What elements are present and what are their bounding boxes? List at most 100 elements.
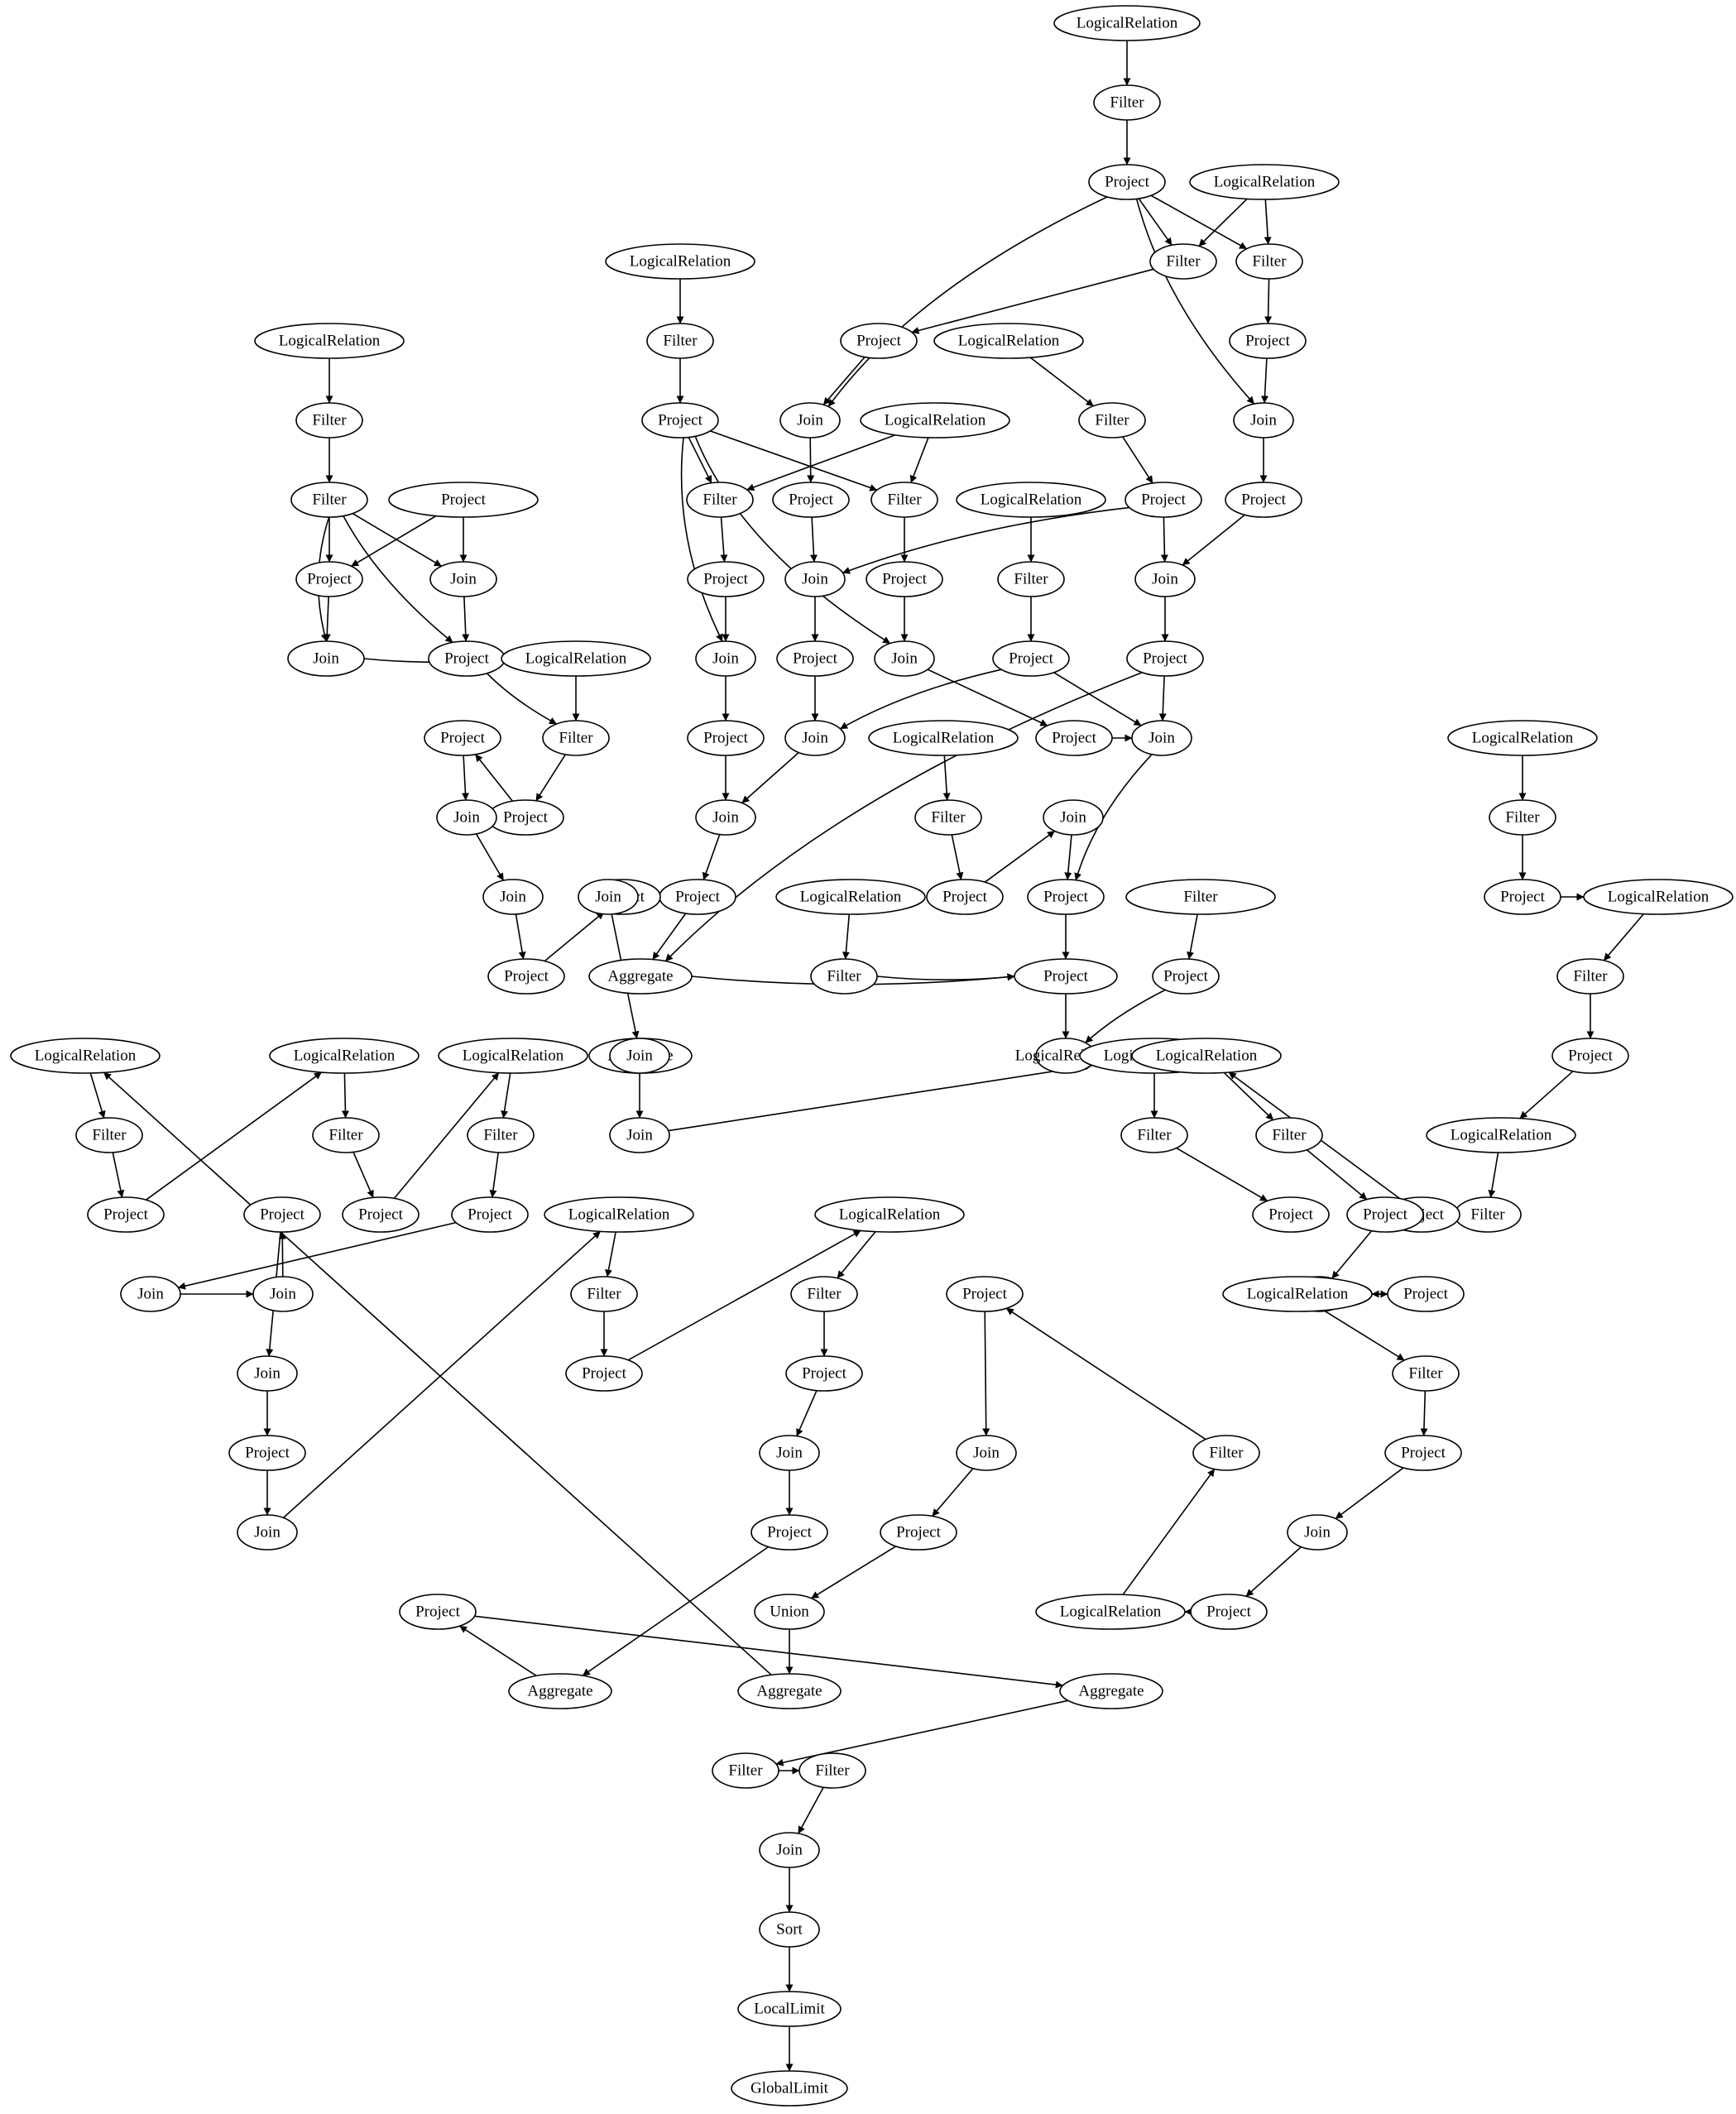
- node-shape: [295, 402, 363, 439]
- node-join: Join: [252, 1276, 314, 1312]
- node-shape: [1190, 1594, 1268, 1630]
- node-shape: [1059, 1673, 1163, 1709]
- edge-path: [652, 913, 687, 961]
- node-label: LogicalRelation: [1247, 1286, 1349, 1303]
- edge: [461, 755, 469, 801]
- node-shape: [751, 1514, 828, 1551]
- node-aggregate: Aggregate: [508, 1673, 612, 1709]
- edge: [822, 356, 866, 405]
- edge: [146, 1071, 322, 1201]
- edge-path: [486, 673, 557, 725]
- node-shape: [605, 243, 755, 280]
- node-join: Join: [429, 561, 497, 597]
- node-shape: [1551, 1038, 1629, 1074]
- node-shape: [1035, 1594, 1186, 1630]
- edge-path: [474, 1615, 1063, 1689]
- node-join: Join: [695, 640, 756, 677]
- node-logicalrelation: LogicalRelation: [1035, 1594, 1186, 1630]
- node-label: Project: [675, 889, 721, 906]
- edge-path: [720, 516, 728, 563]
- node-label: Join: [313, 650, 339, 668]
- node-shape: [776, 640, 854, 677]
- node-label: LogicalRelation: [981, 491, 1082, 509]
- node-join: Join: [1233, 402, 1294, 439]
- node-filter: Filter: [686, 482, 754, 518]
- edge-path: [842, 506, 1129, 574]
- edge: [1135, 199, 1255, 405]
- node-shape: [1189, 164, 1340, 200]
- node-filter: Filter: [1125, 879, 1276, 915]
- node-project: Project: [1014, 958, 1118, 995]
- node-aggregate: Aggregate: [588, 958, 693, 995]
- node-filter: Filter: [1556, 958, 1624, 995]
- node-project: Project: [751, 1514, 828, 1551]
- edge-path: [1603, 913, 1645, 961]
- edge: [474, 754, 514, 802]
- edge-path: [837, 1231, 876, 1279]
- node-project: Project: [866, 561, 943, 597]
- node-label: Project: [1141, 491, 1187, 509]
- node-shape: [342, 1196, 420, 1233]
- node-label: LogicalRelation: [1608, 889, 1710, 906]
- node-shape: [1134, 561, 1196, 597]
- node-label: Filter: [1272, 1127, 1307, 1144]
- node-label: Project: [942, 889, 988, 906]
- node-shape: [565, 1355, 643, 1392]
- edge: [710, 430, 878, 491]
- node-shape: [785, 1355, 863, 1392]
- node-shape: [1043, 799, 1104, 836]
- node-label: Aggregate: [527, 1683, 592, 1700]
- node-label: Project: [1206, 1603, 1252, 1621]
- node-project: Project: [1387, 1276, 1465, 1312]
- node-label: Join: [891, 650, 918, 668]
- node-shape: [992, 640, 1070, 677]
- node-label: Project: [1163, 968, 1209, 985]
- node-logicalrelation: LogicalRelation: [1583, 879, 1734, 915]
- node-shape: [1287, 1514, 1348, 1551]
- node-join: Join: [237, 1514, 298, 1551]
- edge-path: [796, 1390, 818, 1437]
- edge-path: [942, 755, 951, 801]
- node-label: Project: [415, 1603, 461, 1621]
- node-project: Project: [1126, 640, 1204, 677]
- node-label: Join: [797, 412, 823, 429]
- node-shape: [695, 640, 756, 677]
- node-join: Join: [578, 879, 639, 915]
- edge: [1603, 913, 1645, 961]
- edge: [837, 1231, 876, 1279]
- node-shape: [814, 1196, 965, 1233]
- edge-path: [1122, 1469, 1216, 1595]
- node-label: Join: [1250, 412, 1277, 429]
- node-shape: [956, 482, 1106, 518]
- node-label: Project: [1500, 889, 1546, 906]
- node-label: Sort: [776, 1921, 803, 1939]
- edge-path: [544, 911, 605, 962]
- edge: [1198, 198, 1248, 247]
- edge-path: [535, 754, 566, 802]
- node-filter: Filter: [1120, 1117, 1188, 1153]
- node-label: Join: [254, 1524, 281, 1541]
- node-label: Project: [260, 1206, 305, 1224]
- node-logicalrelation: LogicalRelation: [933, 323, 1084, 359]
- node-label: Filter: [807, 1286, 842, 1303]
- node-shape: [570, 1276, 638, 1312]
- node-label: Project: [1268, 1206, 1314, 1224]
- edge: [951, 834, 964, 880]
- edge-path: [668, 1062, 1093, 1132]
- edge-path: [351, 515, 437, 567]
- node-label: Project: [245, 1445, 290, 1462]
- node-shape: [880, 1514, 957, 1551]
- edge-path: [352, 1152, 374, 1198]
- edge: [1005, 1307, 1206, 1440]
- node-join: Join: [759, 1435, 820, 1471]
- node-label: Filter: [703, 491, 737, 509]
- node-label: Project: [307, 571, 352, 588]
- node-label: Filter: [1209, 1445, 1244, 1462]
- node-filter: Filter: [1489, 799, 1556, 836]
- node-filter: Filter: [870, 482, 938, 518]
- edge: [796, 1390, 818, 1437]
- edge: [486, 673, 557, 725]
- node-shape: [914, 799, 982, 836]
- node-shape: [712, 1752, 779, 1789]
- node-label: Project: [1401, 1445, 1446, 1462]
